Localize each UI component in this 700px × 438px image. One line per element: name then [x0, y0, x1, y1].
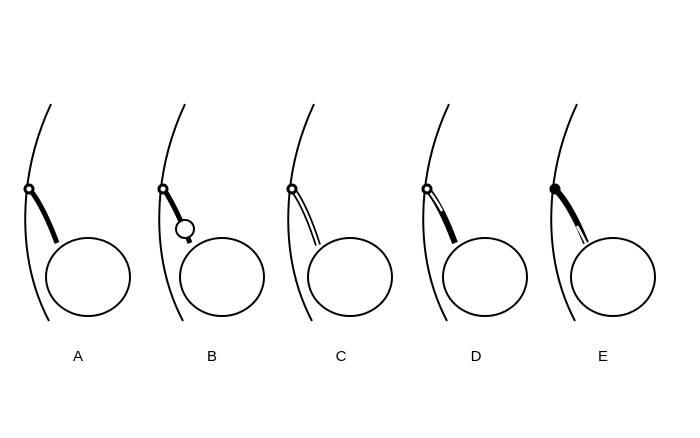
panel-label-b: B [206, 348, 217, 365]
panel-e-oval [570, 237, 656, 317]
panel-c-drawing [286, 103, 393, 322]
panel-b-outer-curve [158, 103, 186, 322]
panel-d-oval [442, 237, 528, 317]
panel-b-vesicle [175, 219, 195, 239]
panel-d-stalk [426, 189, 458, 245]
panel-b-oval [179, 237, 265, 317]
panel-a-stalk [28, 189, 60, 244]
panel-c-junction-ring [286, 183, 298, 195]
panel-c-oval [307, 237, 393, 317]
panel-b-drawing [157, 103, 265, 322]
panel-d-junction-ring [421, 183, 433, 195]
panel-label-d: D [470, 348, 482, 365]
panel-d-drawing [421, 103, 528, 322]
panel-a-junction-ring [23, 183, 35, 195]
panel-label-a: A [72, 348, 83, 365]
panel-d-stalk-open-segment [428, 190, 444, 212]
panel-c-stalk-lumen [292, 190, 320, 246]
panel-a-oval [45, 237, 131, 317]
panel-e-drawing [549, 103, 656, 322]
panel-e-stalk-open-segment [575, 225, 588, 244]
panel-a-drawing [23, 103, 131, 322]
panel-a-outer-curve [24, 103, 52, 322]
panel-label-c: C [335, 348, 347, 365]
panel-c-outer-curve [287, 103, 315, 322]
panel-d-outer-curve [422, 103, 450, 322]
panel-b-junction-ring [157, 183, 169, 195]
panel-e-outer-curve [550, 103, 578, 322]
panel-e-junction-ring [549, 183, 561, 195]
panel-label-e: E [597, 348, 608, 365]
